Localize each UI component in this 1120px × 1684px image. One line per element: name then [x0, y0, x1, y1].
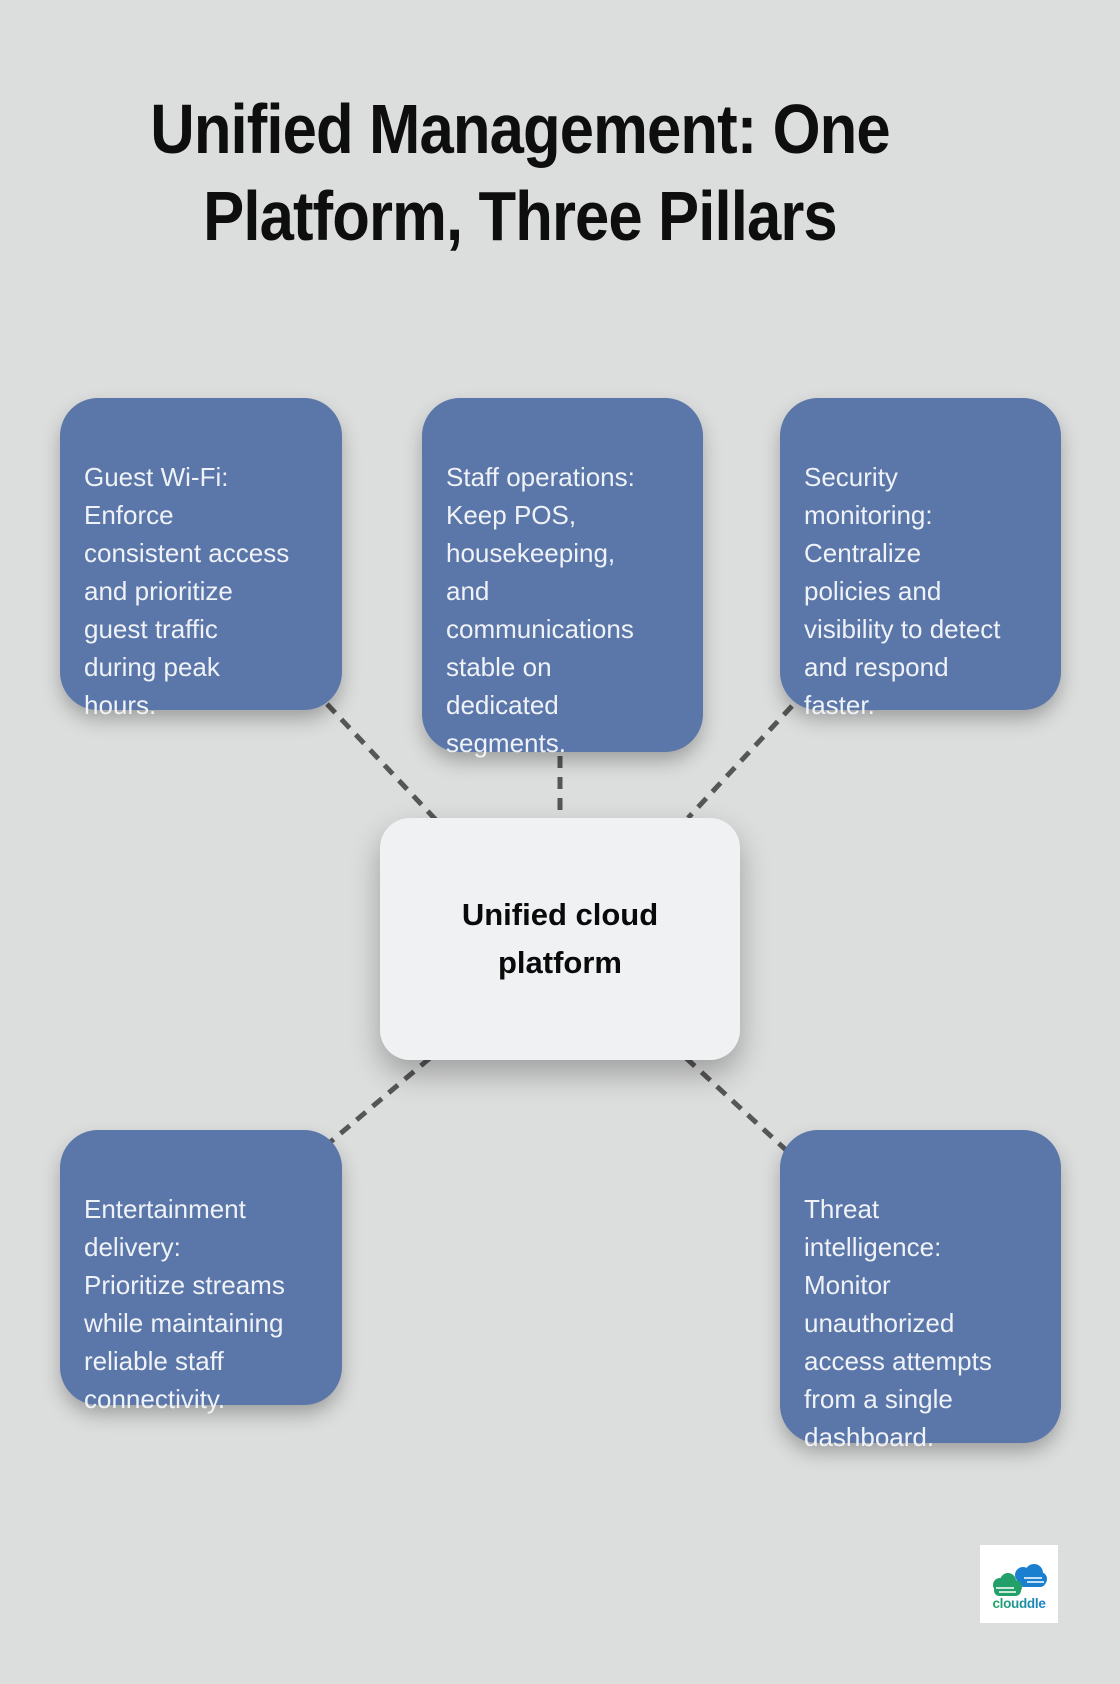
cloud-logo-icon — [993, 1563, 1047, 1596]
connector-guest-to-center — [325, 702, 438, 822]
node-security-monitoring: Security monitoring: Centralize policies… — [780, 398, 1061, 720]
page-title: Unified Management: One Platform, Three … — [150, 90, 890, 255]
node-staff-operations: Staff operations: Keep POS, housekeeping… — [422, 398, 703, 758]
node-entertainment-delivery: Entertainment delivery: Prioritize strea… — [60, 1130, 342, 1414]
blue-cloud-lines — [1024, 1576, 1044, 1583]
node-guest-wifi: Guest Wi-Fi: Enforce consistent access a… — [60, 398, 342, 720]
connector-center-to-entertainment — [326, 1056, 432, 1146]
node-security-monitoring-text: Security monitoring: Centralize policies… — [804, 462, 1001, 720]
node-unified-cloud-platform: Unified cloud platform — [380, 818, 740, 1060]
clouddle-logo: clouddle — [980, 1545, 1058, 1623]
connector-center-to-threat — [684, 1056, 788, 1152]
green-cloud-lines — [996, 1586, 1016, 1593]
node-threat-intelligence: Threat intelligence: Monitor unauthorize… — [780, 1130, 1061, 1452]
green-cloud-shape — [993, 1572, 1022, 1596]
node-entertainment-delivery-text: Entertainment delivery: Prioritize strea… — [84, 1194, 285, 1414]
connector-security-to-center — [686, 704, 794, 820]
node-guest-wifi-text: Guest Wi-Fi: Enforce consistent access a… — [84, 462, 290, 720]
node-threat-intelligence-text: Threat intelligence: Monitor unauthorize… — [804, 1194, 992, 1452]
node-staff-operations-text: Staff operations: Keep POS, housekeeping… — [446, 462, 635, 758]
center-node-label: Unified cloud platform — [461, 897, 659, 980]
brand-name: clouddle — [992, 1595, 1046, 1611]
